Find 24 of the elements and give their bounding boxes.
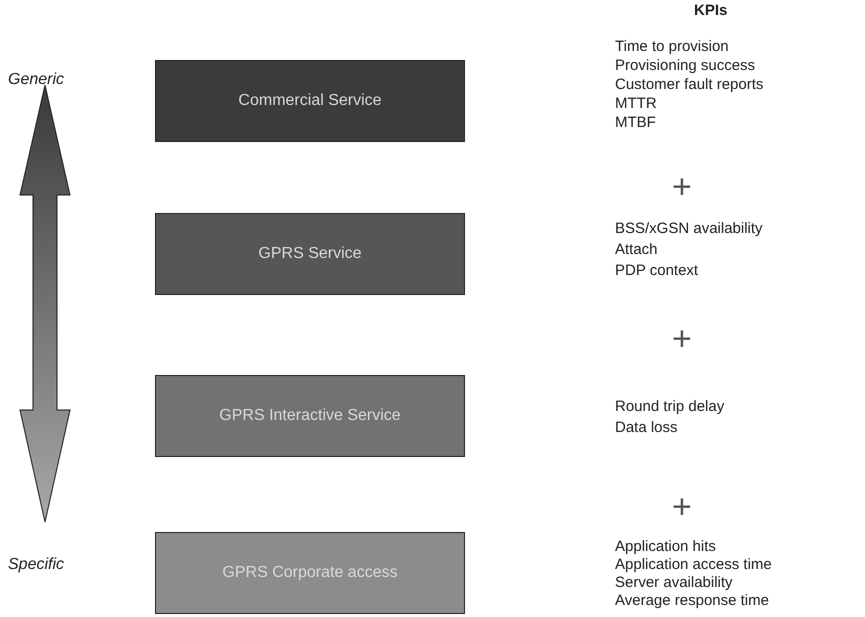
service-box: GPRS Corporate access xyxy=(155,532,465,614)
kpi-item: Provisioning success xyxy=(615,57,756,75)
kpi-item: MTBF xyxy=(615,114,656,132)
kpi-item: Server availability xyxy=(615,574,733,592)
kpi-item: Round trip delay xyxy=(615,398,724,416)
kpi-item: BSS/xGSN availability xyxy=(615,220,763,238)
heading: KPIs xyxy=(694,2,728,20)
scale-label: Generic xyxy=(8,70,64,89)
service-box: Commercial Service xyxy=(155,60,465,142)
kpi-item: PDP context xyxy=(615,262,698,280)
kpi-item: Average response time xyxy=(615,592,769,610)
plus-sign: + xyxy=(672,170,692,204)
service-box: GPRS Service xyxy=(155,213,465,295)
plus-sign: + xyxy=(672,490,692,524)
kpi-item: Application hits xyxy=(615,538,716,556)
scale-label: Specific xyxy=(8,555,64,574)
kpi-item: Attach xyxy=(615,241,658,259)
service-box: GPRS Interactive Service xyxy=(155,375,465,457)
kpi-item: Time to provision xyxy=(615,38,729,56)
kpi-item: Customer fault reports xyxy=(615,76,764,94)
plus-sign: + xyxy=(672,322,692,356)
kpi-item: Data loss xyxy=(615,419,678,437)
kpi-item: Application access time xyxy=(615,556,772,574)
kpi-item: MTTR xyxy=(615,95,657,113)
